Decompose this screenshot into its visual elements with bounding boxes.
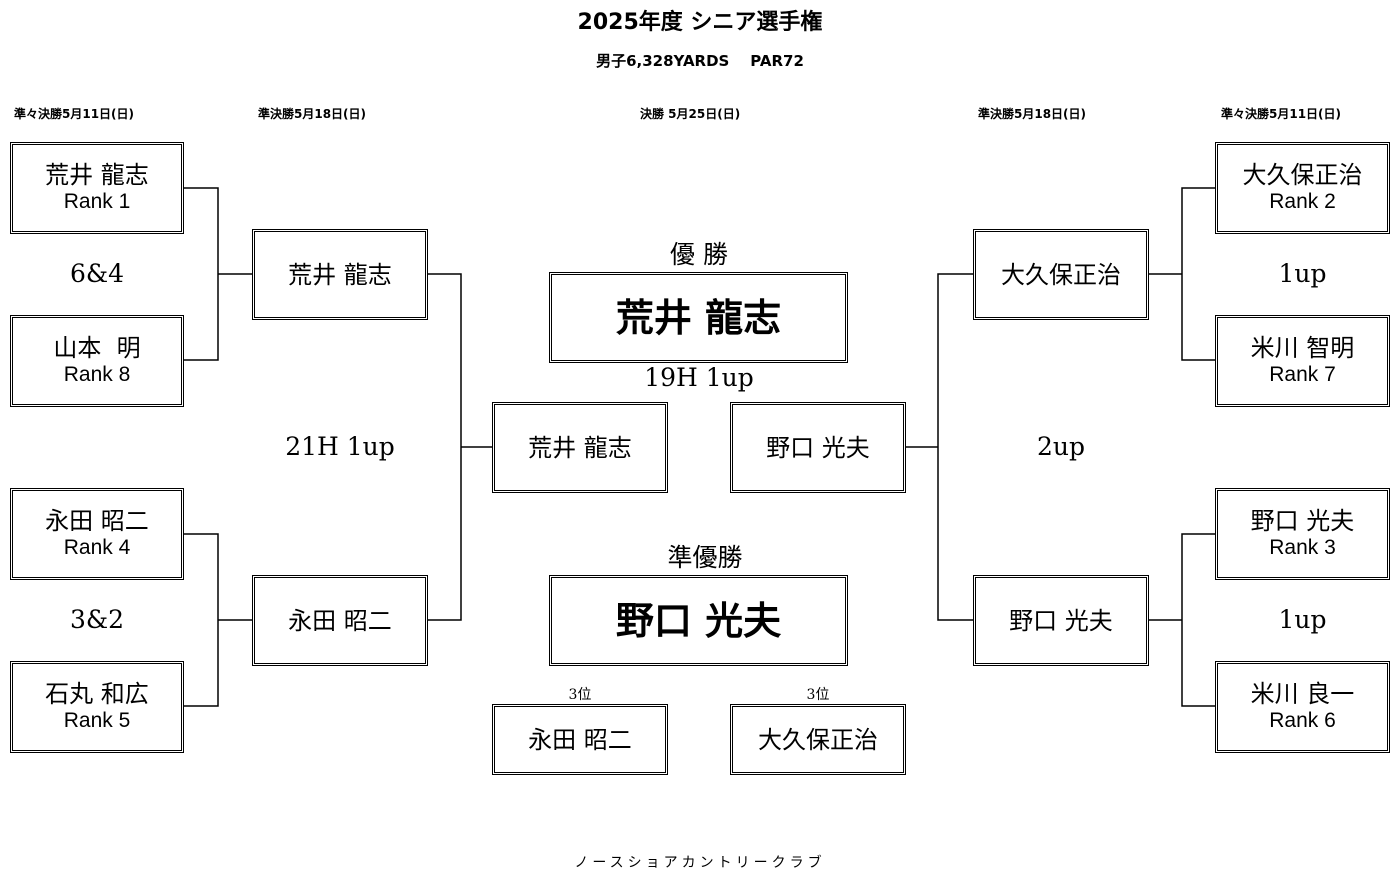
player-box-right-qf-4: 米川 良一 Rank 6 <box>1215 661 1390 753</box>
runner-up-label: 準優勝 <box>667 543 743 572</box>
player-name: 大久保正治 <box>1001 260 1121 289</box>
course-info: 男子6,328YARDS PAR72 <box>596 52 804 70</box>
player-name: 野口 光夫 <box>1250 507 1355 535</box>
club-name: ノースショアカントリークラブ <box>574 855 826 871</box>
player-name: 野口 光夫 <box>766 433 870 462</box>
runner-up-box: 野口 光夫 <box>549 575 848 666</box>
runner-up-name: 野口 光夫 <box>615 598 782 643</box>
player-rank: Rank 7 <box>1269 363 1336 386</box>
player-name: 永田 昭二 <box>45 507 149 535</box>
round-header-left-qf: 準々決勝5月11日(日) <box>14 107 135 121</box>
round-header-final: 決勝 5月25日(日) <box>640 107 741 121</box>
score-left-qf-top: 6&4 <box>69 259 125 288</box>
player-box-left-qf-2: 山本 明 Rank 8 <box>10 315 184 407</box>
player-box-right-qf-2: 米川 智明 Rank 7 <box>1215 315 1390 407</box>
player-rank: Rank 5 <box>63 709 131 732</box>
champion-box: 荒井 龍志 <box>549 272 848 363</box>
player-rank: Rank 3 <box>1269 536 1336 559</box>
round-header-right-sf: 準決勝5月18日(日) <box>978 107 1087 121</box>
player-name: 荒井 龍志 <box>288 260 392 289</box>
player-box-right-sf-2: 野口 光夫 <box>973 575 1149 666</box>
score-left-qf-bottom: 3&2 <box>69 605 125 634</box>
finalist-box-left: 荒井 龍志 <box>492 402 668 493</box>
player-name: 永田 昭二 <box>288 606 392 635</box>
player-box-left-qf-4: 石丸 和広 Rank 5 <box>10 661 184 753</box>
player-rank: Rank 2 <box>1269 190 1336 213</box>
round-header-right-qf: 準々決勝5月11日(日) <box>1221 107 1342 121</box>
third-place-label-right: 3位 <box>806 687 830 703</box>
player-rank: Rank 8 <box>63 363 131 386</box>
player-name: 大久保正治 <box>758 725 878 754</box>
score-right-qf-top: 1up <box>1278 259 1327 288</box>
champion-name: 荒井 龍志 <box>615 295 782 340</box>
player-box-left-qf-3: 永田 昭二 Rank 4 <box>10 488 184 580</box>
score-right-sf: 2up <box>1036 432 1085 461</box>
player-rank: Rank 4 <box>63 536 131 559</box>
score-final: 19H 1up <box>644 363 754 392</box>
player-box-left-sf-1: 荒井 龍志 <box>252 229 428 320</box>
player-name: 荒井 龍志 <box>45 161 149 189</box>
player-name: 荒井 龍志 <box>528 433 632 462</box>
player-box-right-qf-1: 大久保正治 Rank 2 <box>1215 142 1390 234</box>
third-place-box-left: 永田 昭二 <box>492 704 668 775</box>
score-right-qf-bottom: 1up <box>1278 605 1327 634</box>
score-left-sf: 21H 1up <box>285 432 395 461</box>
champion-label: 優 勝 <box>670 240 728 269</box>
player-rank: Rank 6 <box>1269 709 1336 732</box>
third-place-box-right: 大久保正治 <box>730 704 906 775</box>
player-name: 大久保正治 <box>1242 161 1363 189</box>
third-place-label-left: 3位 <box>568 687 592 703</box>
player-name: 米川 智明 <box>1250 334 1355 362</box>
player-name: 米川 良一 <box>1250 680 1355 708</box>
player-name: 石丸 和広 <box>45 680 149 708</box>
finalist-box-right: 野口 光夫 <box>730 402 906 493</box>
player-rank: Rank 1 <box>63 190 131 213</box>
page-title: 2025年度 シニア選手権 <box>577 10 823 35</box>
player-name: 永田 昭二 <box>528 725 632 754</box>
round-header-left-sf: 準決勝5月18日(日) <box>258 107 367 121</box>
player-box-left-qf-1: 荒井 龍志 Rank 1 <box>10 142 184 234</box>
player-box-right-sf-1: 大久保正治 <box>973 229 1149 320</box>
player-name: 野口 光夫 <box>1009 606 1113 635</box>
player-box-right-qf-3: 野口 光夫 Rank 3 <box>1215 488 1390 580</box>
player-name: 山本 明 <box>53 334 141 362</box>
player-box-left-sf-2: 永田 昭二 <box>252 575 428 666</box>
